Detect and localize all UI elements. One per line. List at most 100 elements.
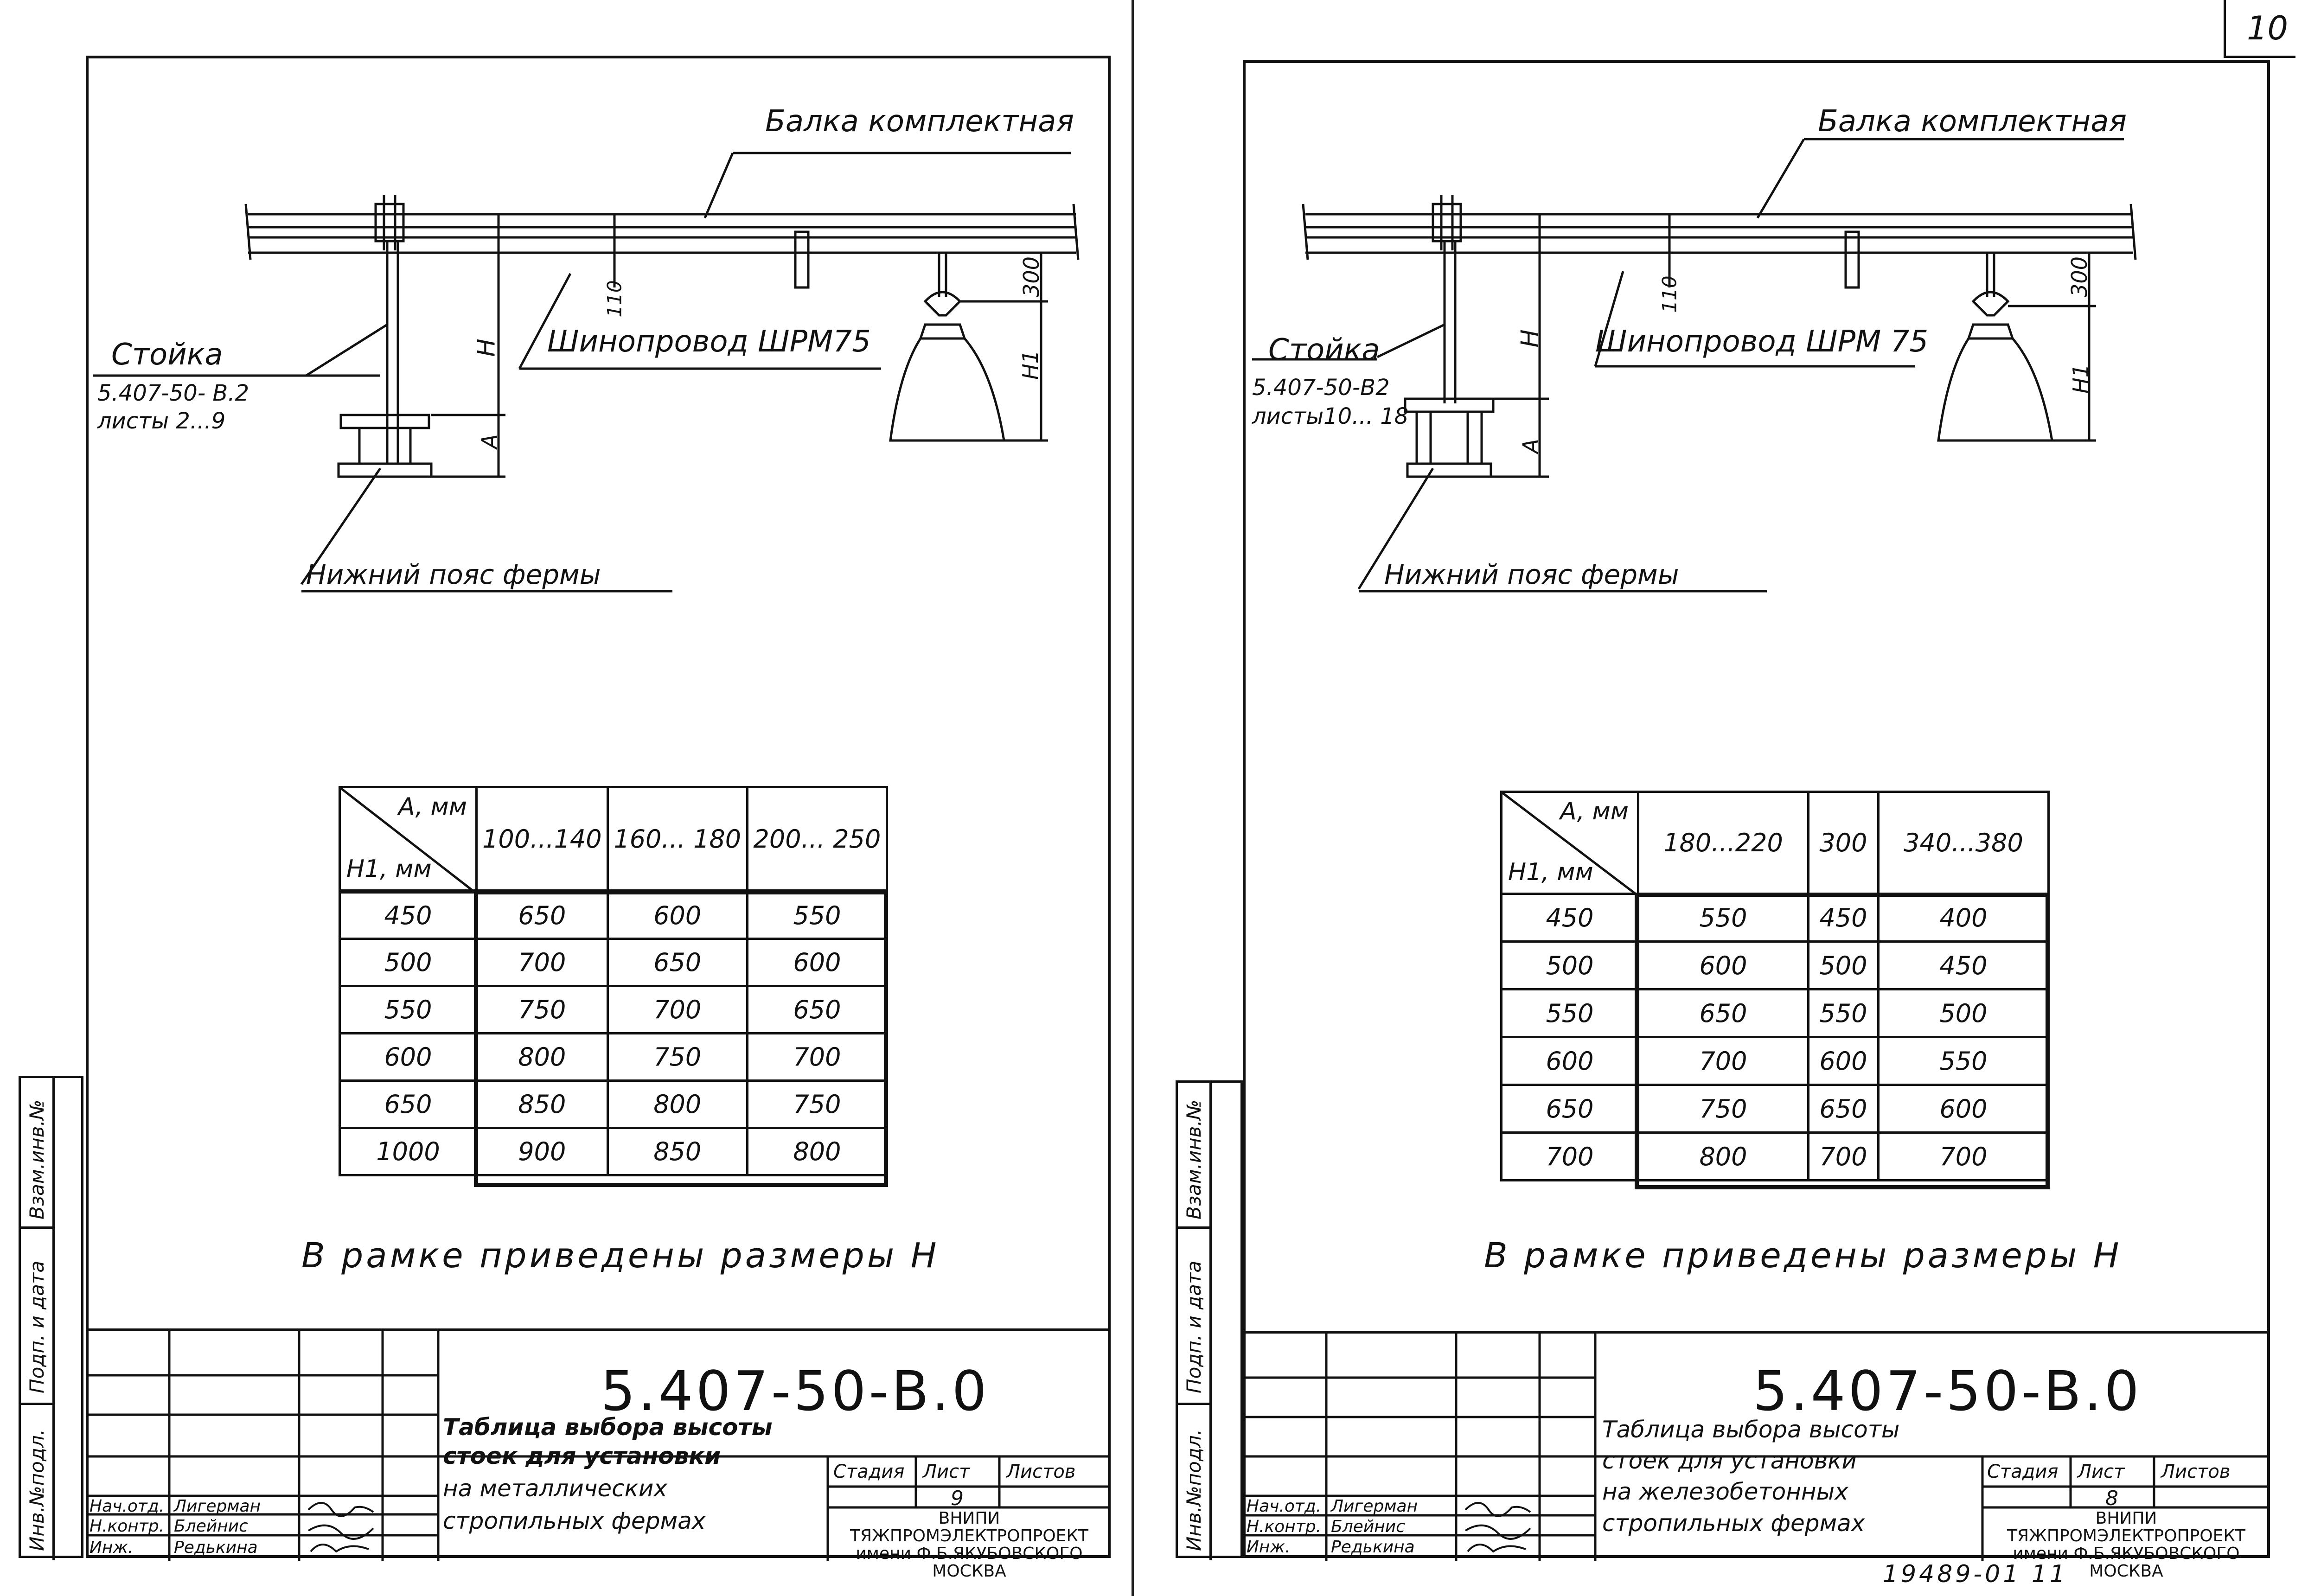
sheet-number: 8	[2105, 1487, 2118, 1510]
truss-label: Нижний пояс фермы	[306, 559, 601, 590]
selection-table: A, мм H1, мм 100...140 160... 180 200...…	[339, 786, 889, 1176]
role-1: Нач.отд.	[1247, 1497, 1322, 1516]
table-corner-cell: A, мм H1, мм	[339, 786, 478, 894]
sheet-label: Лист	[2078, 1461, 2125, 1482]
org-line-3: имени Ф.Б.ЯКУБОВСКОГО	[2013, 1544, 2240, 1563]
cell: 700	[746, 1032, 889, 1082]
stage-label: Стадия	[1987, 1461, 2059, 1482]
diagonal-line	[341, 788, 475, 893]
column-header: 200... 250	[746, 786, 889, 894]
post-label: Стойка	[111, 338, 223, 372]
dim-300: 300	[2066, 256, 2092, 297]
post-sheets: листы10... 18	[1252, 403, 1409, 429]
title-line-1: Таблица выбора высоты	[443, 1414, 773, 1441]
title-block-grid	[1243, 1334, 2270, 1561]
page-divider	[1132, 0, 1134, 1596]
header-a: A, мм	[1560, 798, 1629, 825]
cell: 550	[1807, 988, 1880, 1038]
table-note: В рамке приведены размеры Н	[1484, 1236, 2122, 1276]
selection-table: A, мм H1, мм 180...220 300 340...380 450…	[1500, 791, 2050, 1181]
name-3: Редькина	[1331, 1538, 1415, 1557]
title-block: 5.407-50-В.0 Таблица выбора высоты стоек…	[86, 1328, 1111, 1580]
sheet-number: 9	[951, 1487, 964, 1510]
sheets-label: Листов	[2161, 1461, 2231, 1482]
page-corner-number: 10	[2247, 9, 2289, 47]
role-3: Инж.	[90, 1538, 134, 1557]
role-3: Инж.	[1247, 1538, 1291, 1557]
title-line-4: стропильных фермах	[443, 1507, 706, 1534]
busbar-label: Шинопровод ШРМ 75	[1595, 325, 1929, 359]
row-h1: 650	[339, 1079, 478, 1129]
org-name: ВНИПИ ТЯЖПРОМЭЛЕКТРОПРОЕКТ имени Ф.Б.ЯКУ…	[828, 1510, 1111, 1580]
row-h1: 450	[1500, 893, 1639, 943]
truss-label: Нижний пояс фермы	[1384, 559, 1679, 590]
header-h1: H1, мм	[346, 855, 432, 883]
cell: 650	[746, 985, 889, 1034]
title-line-3: на железобетонных	[1602, 1478, 1848, 1505]
column-header: 300	[1807, 791, 1880, 895]
busbar-label: Шинопровод ШРМ75	[547, 325, 871, 359]
row-h1: 550	[1500, 988, 1639, 1038]
row-h1: 500	[1500, 940, 1639, 990]
cell: 850	[606, 1127, 748, 1176]
diagonal-line	[1502, 793, 1637, 895]
name-2: Блейнис	[174, 1517, 248, 1536]
cell: 650	[1807, 1084, 1880, 1134]
cell: 800	[475, 1032, 609, 1082]
role-2: Н.контр.	[1247, 1517, 1322, 1536]
name-3: Редькина	[174, 1538, 258, 1557]
header-h1: H1, мм	[1508, 858, 1593, 886]
cell: 500	[1807, 940, 1880, 990]
cell: 750	[1637, 1084, 1809, 1134]
role-2: Н.контр.	[90, 1517, 165, 1536]
title-line-1: Таблица выбора высоты	[1602, 1416, 1900, 1443]
title-line-2: стоек для установки	[443, 1443, 721, 1469]
cell: 800	[746, 1127, 889, 1176]
dim-H1: H1	[2068, 364, 2093, 394]
org-name: ВНИПИ ТЯЖПРОМЭЛЕКТРОПРОЕКТ имени Ф.Б.ЯКУ…	[1982, 1510, 2270, 1580]
cell: 700	[1877, 1131, 2050, 1181]
cell: 650	[1637, 988, 1809, 1038]
name-1: Лигерман	[1331, 1497, 1418, 1516]
cell: 600	[1807, 1036, 1880, 1086]
side-label-1: Взам.инв.№	[1183, 1099, 1205, 1219]
beam-label: Балка комплектная	[765, 104, 1074, 139]
h-values-frame	[1635, 893, 2050, 1189]
column-header: 340...380	[1877, 791, 2050, 895]
cell: 550	[746, 890, 889, 940]
row-h1: 650	[1500, 1084, 1639, 1134]
org-line-3: имени Ф.Б.ЯКУБОВСКОГО	[856, 1544, 1083, 1563]
sheet-frame	[1243, 60, 2270, 1558]
name-1: Лигерман	[174, 1497, 261, 1516]
org-line-4: МОСКВА	[2089, 1562, 2163, 1581]
side-stamp	[1176, 1080, 1243, 1560]
header-a: A, мм	[398, 793, 467, 821]
signatures	[307, 1502, 374, 1553]
title-line-3: на металлических	[443, 1475, 667, 1502]
bottom-stamp: 19489-01 11	[1883, 1560, 2068, 1588]
side-label-3: Инв.№подл.	[1183, 1429, 1205, 1551]
side-stamp	[19, 1076, 83, 1560]
cell: 700	[606, 985, 748, 1034]
sheet-label: Лист	[923, 1461, 970, 1482]
title-block: 5.407-50-В.0 Таблица выбора высоты стоек…	[1243, 1331, 2270, 1580]
cell: 800	[606, 1079, 748, 1129]
column-header: 180...220	[1637, 791, 1809, 895]
cell: 750	[746, 1079, 889, 1129]
cell: 650	[606, 938, 748, 987]
document-number: 5.407-50-В.0	[1753, 1359, 2142, 1423]
cell: 800	[1637, 1131, 1809, 1181]
cell: 450	[1877, 940, 2050, 990]
dim-H: H	[1516, 329, 1544, 348]
org-line-2: ТЯЖПРОМЭЛЕКТРОПРОЕКТ	[850, 1526, 1088, 1545]
